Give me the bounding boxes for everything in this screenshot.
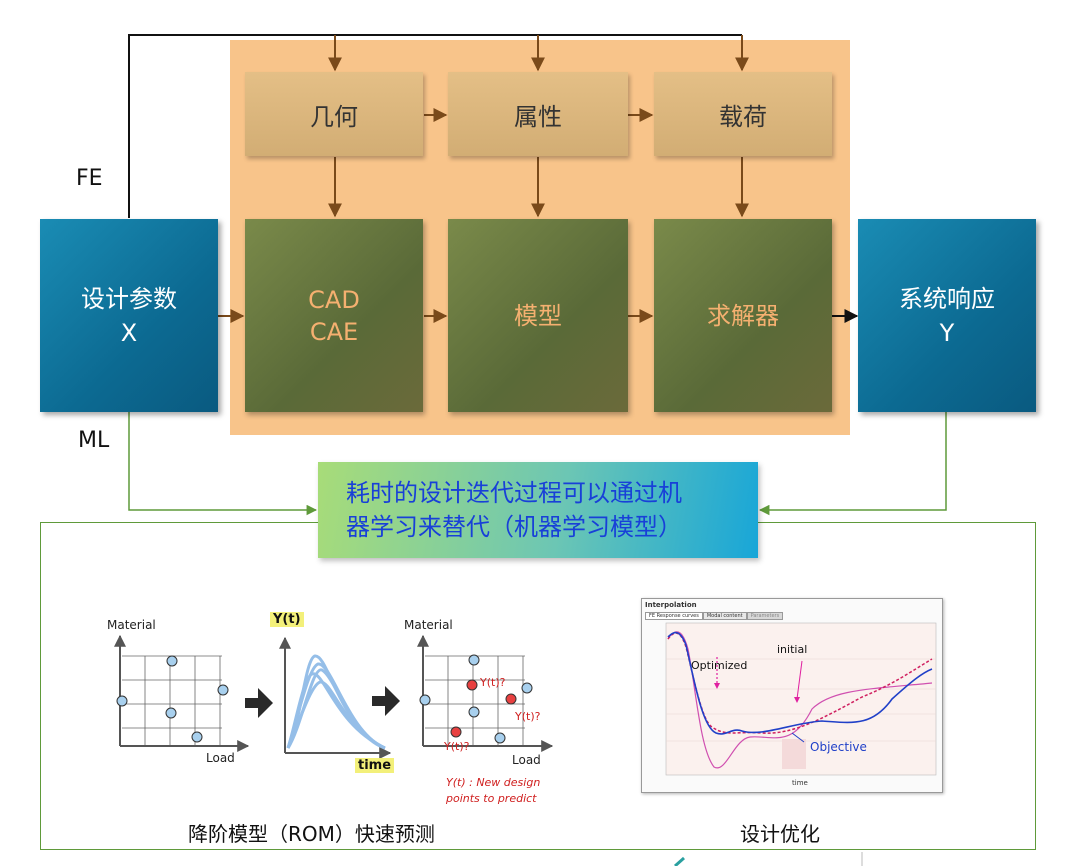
rom-caption: 降阶模型（ROM）快速预测	[188, 822, 435, 846]
model-label: 模型	[514, 301, 562, 330]
property-box: 属性	[448, 72, 628, 156]
solver-box: 求解器	[654, 219, 832, 412]
load-label: 载荷	[719, 102, 767, 131]
opt-plot	[665, 622, 937, 776]
design-params-var: X	[120, 318, 138, 347]
opt-tabs: FE Response curves Modal content Paramet…	[645, 612, 784, 620]
rom-note-line1: Y(t) : New design	[446, 776, 541, 789]
opt-tab-modal[interactable]: Modal content	[702, 612, 747, 620]
cae-label: CAE	[309, 317, 359, 346]
rom-mid-xlabel: time	[355, 758, 395, 773]
opt-window-title: Interpolation	[645, 601, 697, 609]
geometry-label: 几何	[310, 102, 358, 131]
cad-cae-box: CAD CAE	[245, 219, 423, 412]
design-params-box: 设计参数 X	[40, 219, 218, 412]
rom-right-ylabel: Material	[404, 618, 453, 632]
rom-left-xlabel: Load	[206, 751, 235, 765]
opt-label-initial: initial	[777, 643, 808, 656]
ml-label: ML	[78, 428, 110, 453]
fe-label: FE	[76, 166, 103, 191]
opt-tab-params[interactable]: Parameters	[746, 612, 784, 620]
system-response-box: 系统响应 Y	[858, 219, 1036, 412]
ml-callout: 耗时的设计迭代过程可以通过机 器学习来替代（机器学习模型）	[318, 462, 758, 558]
design-params-label: 设计参数	[81, 284, 177, 313]
callout-line1: 耗时的设计迭代过程可以通过机	[346, 479, 682, 507]
rom-question-3: Y(t)?	[444, 740, 470, 753]
opt-caption: 设计优化	[740, 822, 820, 846]
system-response-label: 系统响应	[899, 284, 995, 313]
cad-label: CAD	[308, 285, 360, 314]
rom-question-1: Y(t)?	[480, 676, 506, 689]
optimization-window: Interpolation FE Response curves Modal c…	[641, 598, 943, 793]
property-label: 属性	[514, 102, 562, 131]
model-box: 模型	[448, 219, 628, 412]
opt-label-optimized: Optimized	[691, 659, 748, 672]
geometry-box: 几何	[245, 72, 423, 156]
rom-left-grid	[122, 655, 222, 746]
rom-question-2: Y(t)?	[515, 710, 541, 723]
opt-label-objective: Objective	[810, 740, 867, 754]
rom-right-xlabel: Load	[512, 753, 541, 767]
solver-label: 求解器	[707, 301, 779, 330]
callout-line2: 器学习来替代（机器学习模型）	[346, 513, 682, 541]
opt-xaxis-label: time	[792, 779, 808, 787]
rom-left-ylabel: Material	[107, 618, 156, 632]
load-box: 载荷	[654, 72, 832, 156]
opt-tab-response[interactable]: FE Response curves	[645, 612, 703, 620]
rom-note-line2: points to predict	[446, 792, 537, 805]
rom-illustration	[114, 634, 554, 759]
system-response-var: Y	[939, 318, 955, 347]
rom-mid-ylabel: Y(t)	[270, 612, 304, 627]
